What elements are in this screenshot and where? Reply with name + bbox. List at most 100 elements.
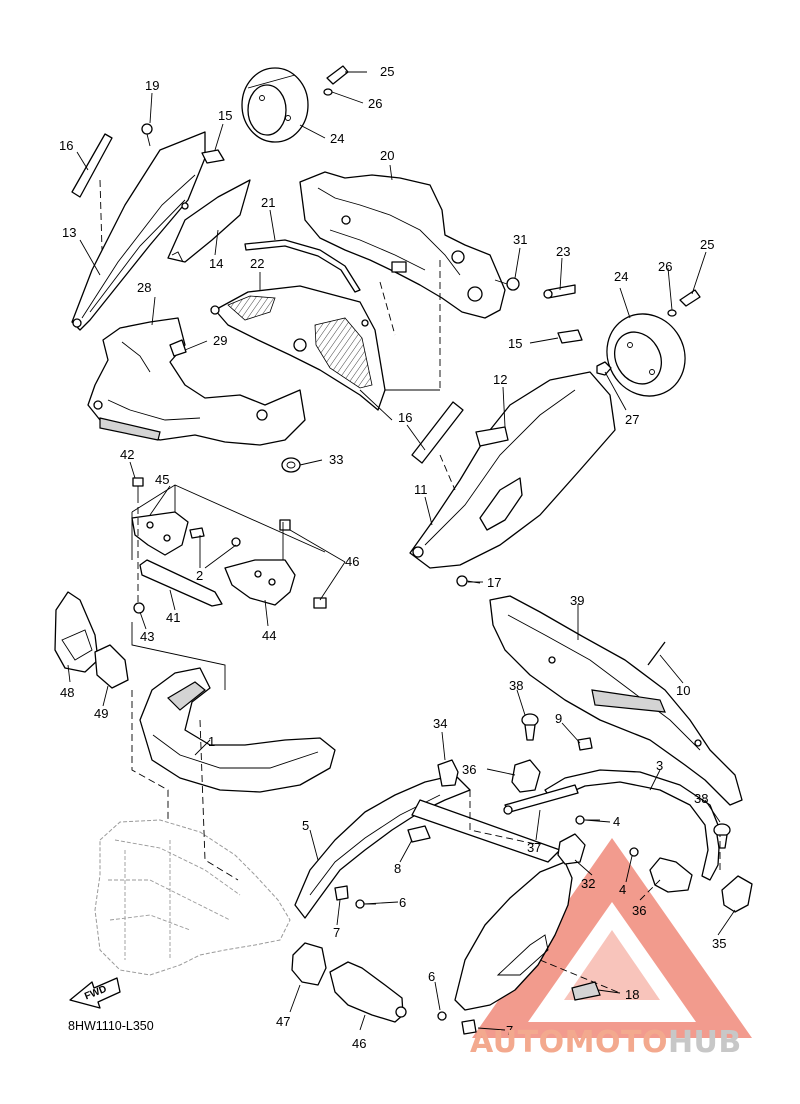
label-part-8: 8: [394, 861, 401, 876]
part-bracket-35: [511, 759, 541, 793]
part-mesh-bracket-21: [210, 285, 386, 411]
part-frame-reference: [94, 819, 291, 976]
label-part-23: 18: [625, 987, 639, 1002]
part-bracket-34: [721, 875, 753, 913]
part-ring-24-top: [241, 67, 309, 143]
label-part-24-top: 24: [330, 131, 344, 146]
label-part-34: 35: [712, 936, 726, 951]
part-nut-42: [133, 602, 145, 614]
part-screw-4-right: [629, 847, 639, 857]
part-bolt-2-center: [231, 537, 241, 547]
part-bolt-25-top: [326, 65, 349, 85]
part-bolt-41: [132, 477, 144, 496]
part-clip-29: [169, 339, 187, 357]
part-screw-6-bottom: [437, 1011, 447, 1021]
part-tube-40: [139, 559, 223, 607]
part-front-spoiler-1: [139, 667, 336, 793]
label-part-27: 27: [625, 412, 639, 427]
part-side-cowl-right: [409, 371, 616, 569]
label-part-47: 48: [60, 685, 74, 700]
label-part-33: 34: [433, 716, 447, 731]
bracket-group-lines: [131, 484, 326, 690]
label-part-2: 2: [196, 568, 203, 583]
part-pad-15-right: [557, 329, 583, 344]
part-rivet-22: [543, 284, 576, 299]
label-part-45: 46: [345, 554, 359, 569]
forward-arrow-icon: FWD: [69, 977, 121, 1009]
part-washer-26-top: [323, 88, 333, 96]
label-part-38-right: 38: [694, 791, 708, 806]
label-part-46: 46: [352, 1036, 366, 1051]
part-clip-38-left: [521, 713, 539, 741]
label-part-15-right: 15: [508, 336, 522, 351]
label-part-40: 41: [166, 610, 180, 625]
label-part-7-bottom: 7: [506, 1023, 513, 1038]
part-bracket-36: [649, 857, 693, 893]
part-cover-47: [54, 591, 99, 673]
part-grommet-31: [281, 457, 301, 473]
part-grommet-33: [437, 759, 459, 787]
watermark-logo-text: AUTOMOTOHUB: [470, 1025, 742, 1060]
label-part-4-top: 4: [613, 814, 620, 829]
label-part-19: 20: [380, 148, 394, 163]
label-part-42: 43: [140, 629, 154, 644]
label-part-4-right: 4: [619, 882, 626, 897]
part-bracket-44: [131, 511, 189, 556]
part-bolt-45-top: [279, 519, 291, 531]
label-part-17: 17: [487, 575, 501, 590]
part-duct-46: [329, 961, 407, 1023]
label-part-20: 21: [261, 195, 275, 210]
label-part-41: 42: [120, 447, 134, 462]
part-washer-26-right: [667, 309, 677, 317]
part-pad-15-top: [201, 149, 225, 164]
part-lower-cover-39: [489, 595, 743, 806]
part-under-cowl-5: [294, 774, 561, 919]
watermark-part2: HUB: [668, 1025, 742, 1060]
part-screw-30: [494, 277, 520, 291]
part-screw-4-top: [575, 815, 600, 825]
label-part-26-top: 26: [368, 96, 382, 111]
label-part-22: 23: [556, 244, 570, 259]
part-screw-17: [456, 575, 481, 587]
label-part-24-right: 24: [614, 269, 628, 284]
watermark-part1: AUTOMOTO: [470, 1025, 668, 1060]
label-part-37: 37: [527, 840, 541, 855]
watermark-logo-triangle: [472, 838, 752, 1038]
part-cover-48: [291, 942, 327, 986]
label-part-26-right: 26: [658, 259, 672, 274]
label-part-25-top: 25: [380, 64, 394, 79]
part-cover-49: [94, 644, 129, 689]
part-clip-38-right: [713, 823, 731, 849]
part-ring-24-right: [606, 313, 686, 397]
label-part-14: 14: [209, 256, 223, 271]
part-screw-18: [141, 123, 153, 147]
part-seal-strip-16: [71, 133, 113, 198]
label-part-7-mid: 7: [333, 925, 340, 940]
part-rod-37: [503, 784, 579, 815]
label-part-38-left: 38: [509, 678, 523, 693]
part-nut-27: [596, 361, 612, 376]
label-part-11: 11: [414, 482, 428, 497]
leader-lines: [67, 71, 736, 1031]
label-part-43: 44: [262, 628, 276, 643]
label-part-3: 3: [656, 758, 663, 773]
label-part-29: 29: [213, 333, 227, 348]
part-nut-7-bottom: [461, 1019, 477, 1035]
label-part-36: 36: [632, 903, 646, 918]
part-inner-panel-28: [87, 317, 306, 446]
part-clip-8: [407, 825, 431, 843]
label-part-44: 45: [155, 472, 169, 487]
label-part-16-top: 16: [59, 138, 73, 153]
label-part-9: 9: [555, 711, 562, 726]
part-bolt-45-bottom: [313, 597, 327, 609]
part-number-labels: 19 15 16 13 14 21 22 28 29 25 26 24 20 3…: [59, 64, 726, 1051]
label-part-49: 49: [94, 706, 108, 721]
label-part-12: 12: [493, 372, 507, 387]
part-strip-20: [244, 239, 361, 293]
part-seal-strip-16-right: [411, 401, 464, 464]
label-part-48: 47: [276, 1014, 290, 1029]
part-grommet-32: [557, 833, 586, 865]
label-part-21: 22: [250, 256, 264, 271]
label-part-16-right: 16: [398, 410, 412, 425]
part-bolt-25-right: [679, 289, 701, 307]
